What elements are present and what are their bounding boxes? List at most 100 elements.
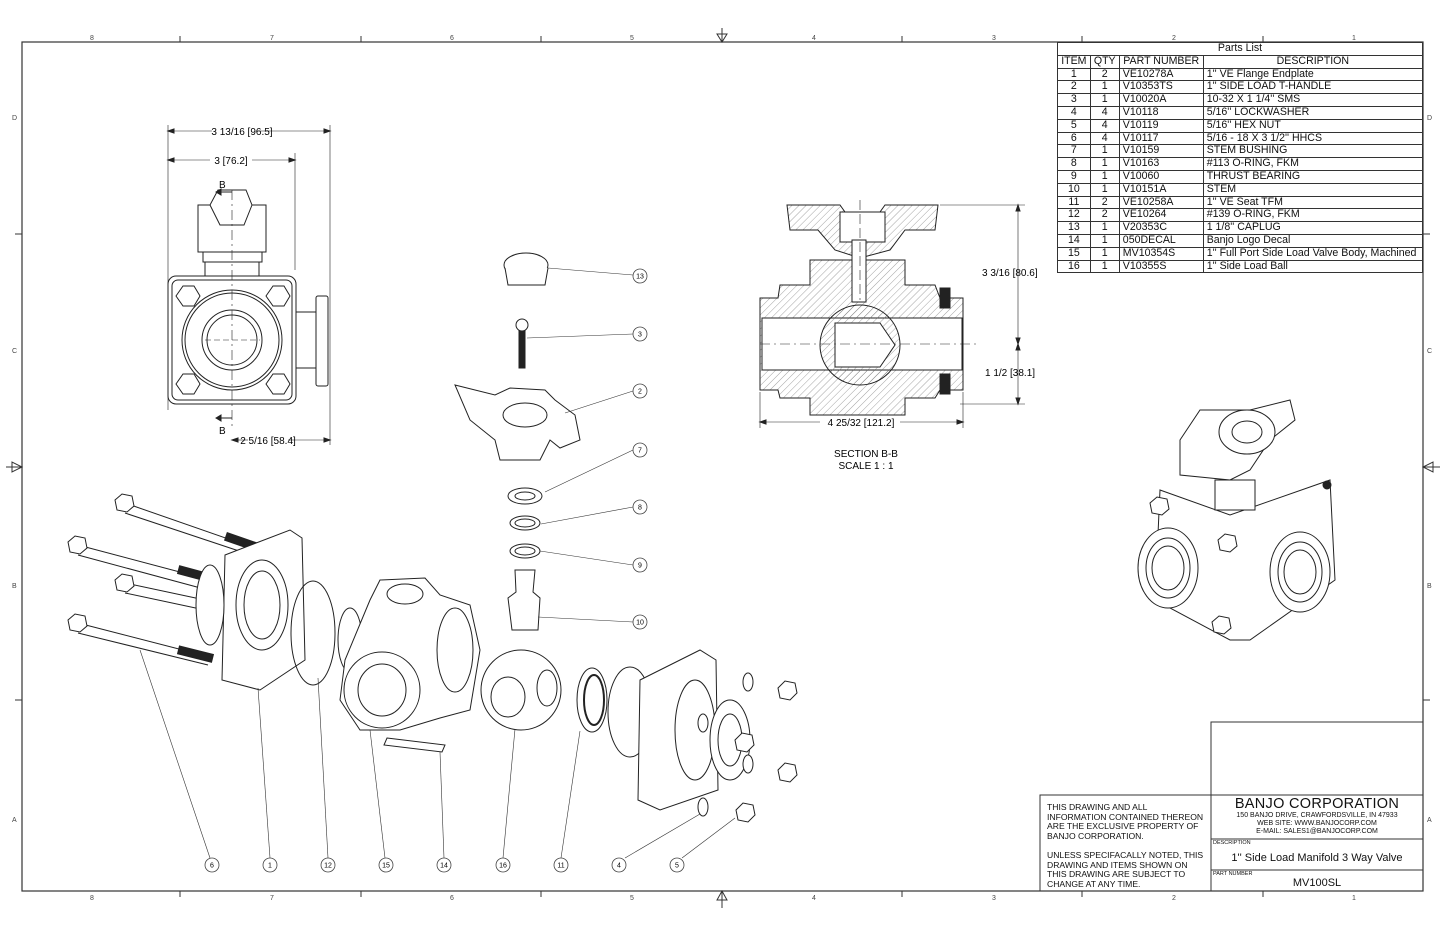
zone-row-a: A — [12, 817, 17, 824]
balloon-circle — [632, 557, 648, 573]
balloon-label: 5 — [675, 863, 679, 870]
item-number: 11 — [1057, 195, 1091, 210]
zone-col-5: 5 — [630, 35, 634, 42]
change-notice: UNLESS SPECIFACALLY NOTED, THIS DRAWING … — [1047, 850, 1204, 889]
item-number: 16 — [1057, 259, 1091, 274]
zone-col-3: 3 — [992, 35, 996, 42]
balloon-label: 11 — [557, 863, 564, 870]
part-number: V10119 — [1118, 118, 1204, 133]
balloon-label: 15 — [382, 863, 390, 870]
balloon-label: 10 — [636, 620, 644, 627]
exploded-view — [67, 252, 798, 823]
quantity: 2 — [1089, 67, 1120, 82]
description: 10-32 X 1 1/4'' SMS — [1202, 93, 1424, 107]
section-marker-bottom: B — [219, 426, 226, 437]
balloon-label: 3 — [638, 332, 642, 339]
dimension-centerline-to-port: 2 5/16 [58.4] — [240, 436, 296, 447]
dimension-height-to-handle: 3 3/16 [80.6] — [982, 268, 1038, 279]
description: 1'' VE Flange Endplate — [1202, 67, 1424, 82]
zone-labels: 8 7 6 5 4 3 2 1 8 7 6 5 4 3 2 1 D C B A … — [12, 35, 1432, 902]
item-number: 7 — [1057, 144, 1091, 159]
balloon-circle — [378, 857, 394, 873]
description: 1'' SIDE LOAD T-HANDLE — [1202, 80, 1424, 95]
balloon-label: 2 — [638, 389, 642, 396]
description: 5/16'' LOCKWASHER — [1202, 105, 1424, 120]
section-view — [758, 200, 1025, 428]
balloon-item: 1 — [262, 857, 278, 873]
item-number: 14 — [1057, 233, 1091, 248]
quantity: 2 — [1089, 208, 1120, 223]
description: 1'' VE Seat TFM — [1202, 195, 1424, 210]
zone-row-b: B — [12, 583, 17, 590]
balloon-item: 10 — [632, 614, 648, 630]
balloon-item: 6 — [204, 857, 220, 873]
quantity: 1 — [1089, 80, 1120, 95]
centering-marks — [6, 28, 1440, 908]
quantity: 1 — [1089, 144, 1120, 159]
column-header-description: DESCRIPTION — [1202, 54, 1424, 69]
zone-col-7-bottom: 7 — [270, 895, 274, 902]
part-number: V10159 — [1118, 144, 1204, 159]
balloon-label: 12 — [324, 863, 332, 870]
balloon-leaders — [139, 267, 736, 859]
title-block-frame — [1039, 721, 1424, 892]
section-view-title: SECTION B-B — [834, 449, 898, 460]
item-number: 8 — [1057, 157, 1091, 171]
zone-row-c-right: C — [1427, 348, 1432, 355]
zone-row-d-right: D — [1427, 115, 1432, 122]
part-number: MV10354S — [1118, 246, 1204, 261]
balloon-item: 2 — [632, 383, 648, 399]
part-number: V10353TS — [1118, 80, 1204, 95]
part-number: VE10258A — [1118, 195, 1204, 210]
dimension-overall-width: 3 13/16 [96.5] — [211, 127, 272, 138]
part-number: V20353C — [1118, 221, 1204, 235]
column-header-part-number: PART NUMBER — [1118, 54, 1204, 69]
balloon-label: 14 — [440, 863, 448, 870]
part-number: V10163 — [1118, 157, 1204, 171]
description: #139 O-RING, FKM — [1202, 208, 1424, 223]
part-number: V10060 — [1118, 169, 1204, 184]
description: 5/16'' HEX NUT — [1202, 118, 1424, 133]
balloon-label: 1 — [268, 863, 272, 870]
balloon-item: 8 — [632, 499, 648, 515]
front-view — [166, 125, 332, 445]
column-header-qty: QTY — [1089, 54, 1120, 69]
balloon-label: 8 — [638, 505, 642, 512]
zone-ticks — [15, 36, 1430, 897]
balloon-circle — [669, 857, 685, 873]
drawing-part-number: MV100SL — [1292, 877, 1342, 889]
zone-col-8-bottom: 8 — [90, 895, 94, 902]
quantity: 1 — [1089, 233, 1120, 248]
balloon-item: 15 — [378, 857, 394, 873]
zone-col-7: 7 — [270, 35, 274, 42]
description-label: DESCRIPTION — [1213, 840, 1251, 846]
part-number: VE10278A — [1118, 67, 1204, 82]
balloon-item: 11 — [553, 857, 569, 873]
balloon-circle — [632, 326, 648, 342]
company-info: BANJO CORPORATION 150 BANJO DRIVE, CRAWF… — [1211, 796, 1423, 836]
item-number: 3 — [1057, 93, 1091, 107]
balloon-label: 9 — [638, 563, 642, 570]
description: #113 O-RING, FKM — [1202, 157, 1424, 171]
part-number-label: PART NUMBER — [1213, 871, 1253, 877]
item-number: 15 — [1057, 246, 1091, 261]
quantity: 1 — [1089, 246, 1120, 261]
zone-col-2: 2 — [1172, 35, 1176, 42]
balloon-item: 5 — [669, 857, 685, 873]
quantity: 1 — [1089, 221, 1120, 235]
section-marker-top: B — [219, 180, 226, 191]
balloon-circle — [632, 442, 648, 458]
balloon-item: 14 — [436, 857, 452, 873]
balloon-label: 6 — [210, 863, 214, 870]
ownership-notice: THIS DRAWING AND ALL INFORMATION CONTAIN… — [1047, 802, 1204, 841]
balloon-circle — [495, 857, 511, 873]
balloon-circle — [632, 614, 648, 630]
